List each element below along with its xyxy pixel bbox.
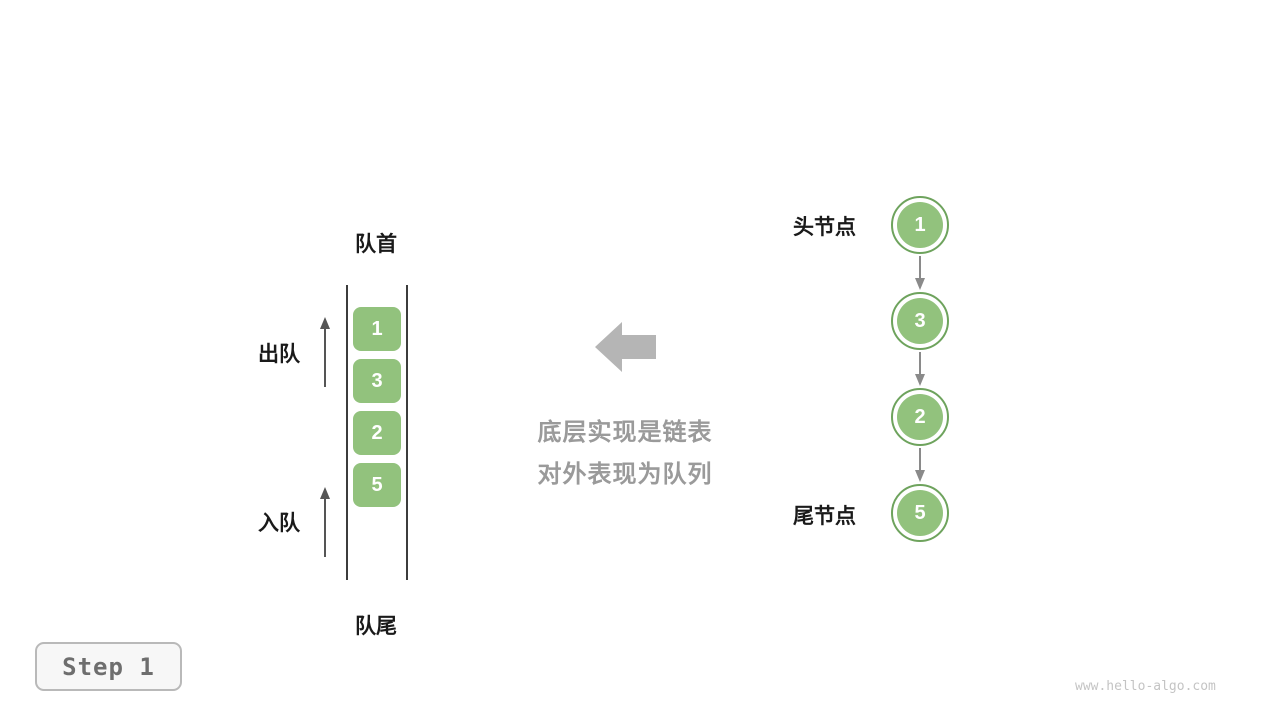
caption-line-2: 对外表现为队列 xyxy=(537,461,713,488)
queue-left-rail xyxy=(346,285,348,580)
queue-right-rail xyxy=(406,285,408,580)
list-node-value: 1 xyxy=(897,202,943,248)
dequeue-up-arrow-icon xyxy=(320,317,330,387)
down-arrow-icon xyxy=(915,256,925,290)
tail-node-label: 尾节点 xyxy=(793,505,856,528)
list-node: 5 xyxy=(891,484,949,542)
head-node-label: 头节点 xyxy=(793,216,856,239)
down-arrow-icon xyxy=(915,352,925,386)
queue-rear-label: 队尾 xyxy=(355,615,397,638)
queue-cell: 5 xyxy=(353,463,401,507)
list-node: 1 xyxy=(891,196,949,254)
list-node-value: 2 xyxy=(897,394,943,440)
list-node: 2 xyxy=(891,388,949,446)
left-block-arrow-icon xyxy=(595,322,656,372)
step-badge: Step 1 xyxy=(35,642,182,691)
list-node: 3 xyxy=(891,292,949,350)
caption-line-1: 底层实现是链表 xyxy=(537,419,713,446)
enqueue-up-arrow-icon xyxy=(320,487,330,557)
queue-front-label: 队首 xyxy=(355,233,397,256)
dequeue-label: 出队 xyxy=(258,343,300,366)
down-arrow-icon xyxy=(915,448,925,482)
queue-cell: 3 xyxy=(353,359,401,403)
queue-cell: 2 xyxy=(353,411,401,455)
list-node-value: 5 xyxy=(897,490,943,536)
list-node-value: 3 xyxy=(897,298,943,344)
watermark-text: www.hello-algo.com xyxy=(1075,679,1216,694)
queue-cell: 1 xyxy=(353,307,401,351)
enqueue-label: 入队 xyxy=(258,512,300,535)
